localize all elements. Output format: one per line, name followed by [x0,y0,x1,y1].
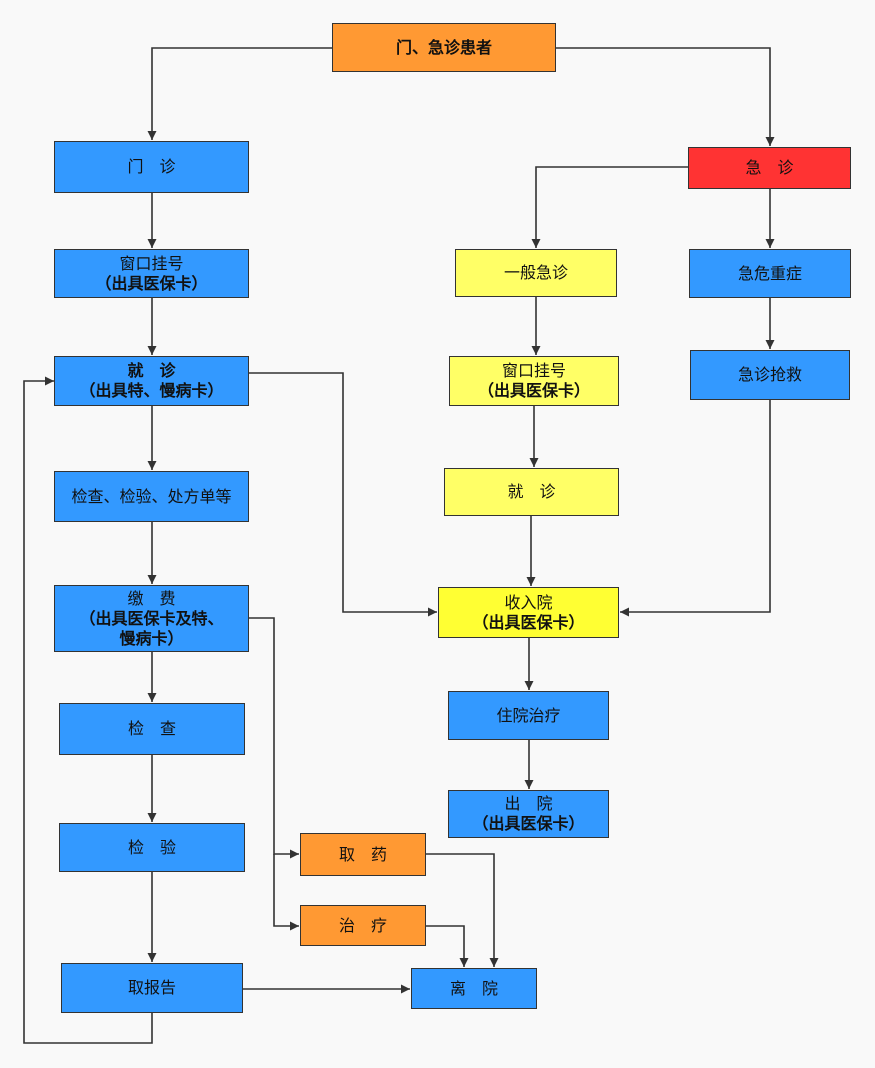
edge-rescue-to-admission [620,400,771,617]
node-discharge: 出 院 （出具医保卡） [448,790,609,838]
node-op-consult: 就 诊 （出具特、慢病卡） [54,356,249,406]
edge-report-loop-to-consult [23,376,153,1044]
node-em-consult: 就 诊 [444,468,619,516]
node-treatment: 治 疗 [300,905,426,946]
edge-payment-to-medicine [249,617,299,859]
node-em-general: 一般急诊 [455,249,617,297]
edge-payment-to-treatment [273,854,299,931]
node-op-report: 取报告 [61,963,243,1013]
node-emergency: 急 诊 [688,147,851,189]
edge-medicine-to-leave [426,853,499,967]
node-op-payment: 缴 费 （出具医保卡及特、 慢病卡） [54,585,249,652]
node-outpatient: 门 诊 [54,141,249,193]
node-leave: 离 院 [411,968,537,1009]
node-patients: 门、急诊患者 [332,23,556,72]
node-medicine: 取 药 [300,833,426,876]
node-hospitalization: 住院治疗 [448,691,609,740]
node-admission: 收入院 （出具医保卡） [438,587,619,638]
node-op-check: 检 查 [59,703,245,755]
node-em-critical: 急危重症 [689,249,851,298]
node-op-exams: 检查、检验、处方单等 [54,471,249,522]
edge-emergency-to-general [531,166,688,248]
edge-consult-to-admission [249,372,437,617]
node-em-rescue: 急诊抢救 [690,350,850,400]
edge-patients-to-emergency [556,47,775,146]
edge-patients-to-outpatient [147,47,332,140]
node-op-register: 窗口挂号 （出具医保卡） [54,249,249,298]
node-op-test: 检 验 [59,823,245,872]
node-em-register: 窗口挂号 （出具医保卡） [449,356,619,406]
edge-treatment-to-leave [426,925,469,967]
